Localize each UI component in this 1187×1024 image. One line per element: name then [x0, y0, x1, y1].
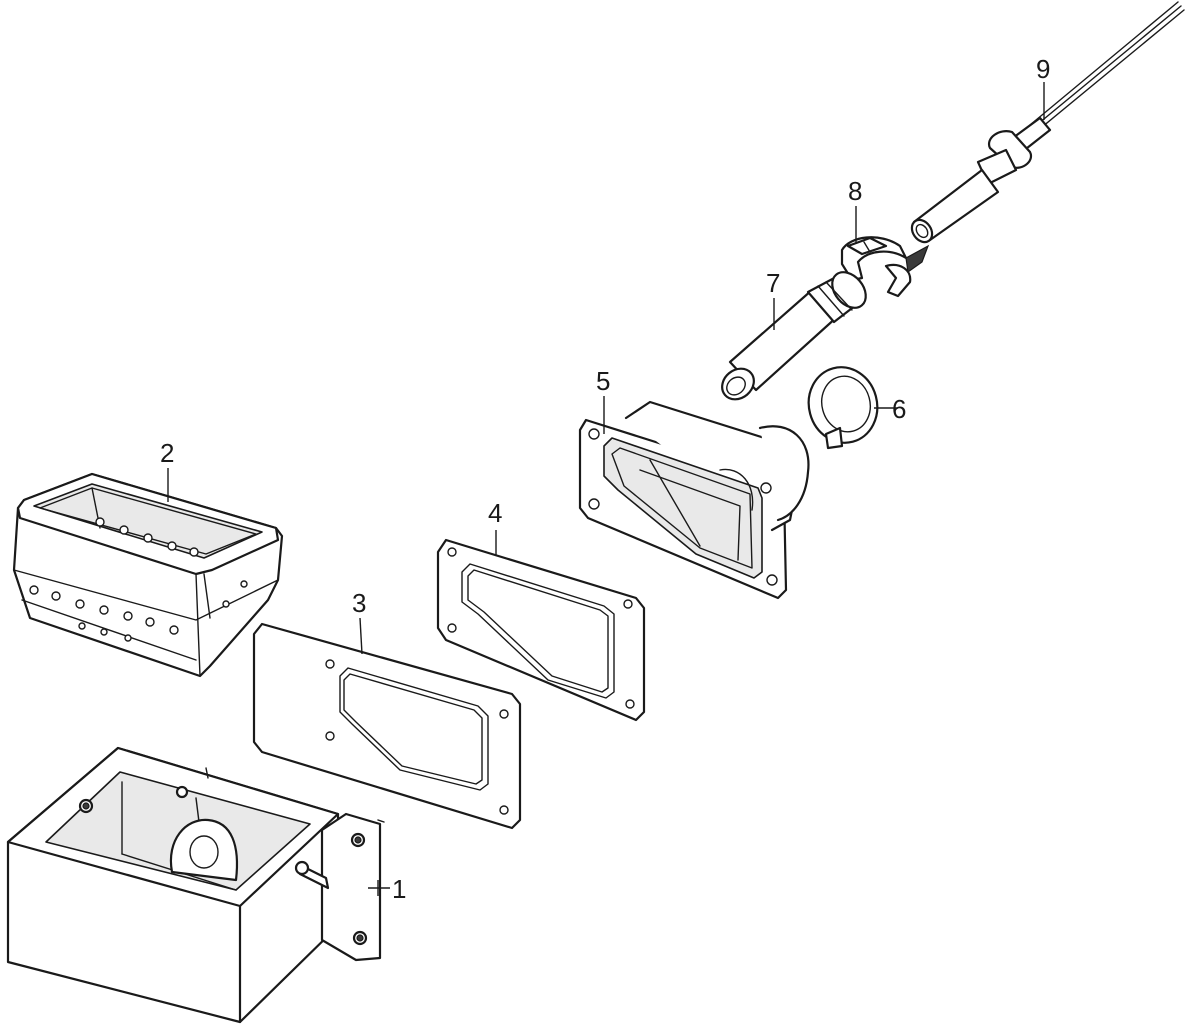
callout-label-3: 3 [352, 588, 366, 618]
part-2-tray [12, 472, 284, 678]
callout-label-5: 5 [596, 366, 610, 396]
callout-label-8: 8 [848, 176, 862, 206]
callout-label-9: 9 [1036, 54, 1050, 84]
part-4-gasket [436, 538, 646, 722]
callouts: 1 2 3 4 5 6 7 8 9 [160, 54, 1050, 904]
part-3-plate [252, 622, 522, 830]
leader-lines [167, 82, 1045, 896]
part-1-base-box [6, 746, 385, 1024]
part-5-flange-housing [578, 400, 810, 600]
callout-label-7: 7 [766, 268, 780, 298]
part-8-clip [840, 236, 930, 298]
callout-label-1: 1 [392, 874, 406, 904]
callout-label-6: 6 [892, 394, 906, 424]
part-6-ring [807, 366, 879, 450]
part-9-cable-sensor [910, 1, 1185, 244]
part-7-cylinder [721, 271, 867, 401]
callout-label-4: 4 [488, 498, 502, 528]
callout-label-2: 2 [160, 438, 174, 468]
